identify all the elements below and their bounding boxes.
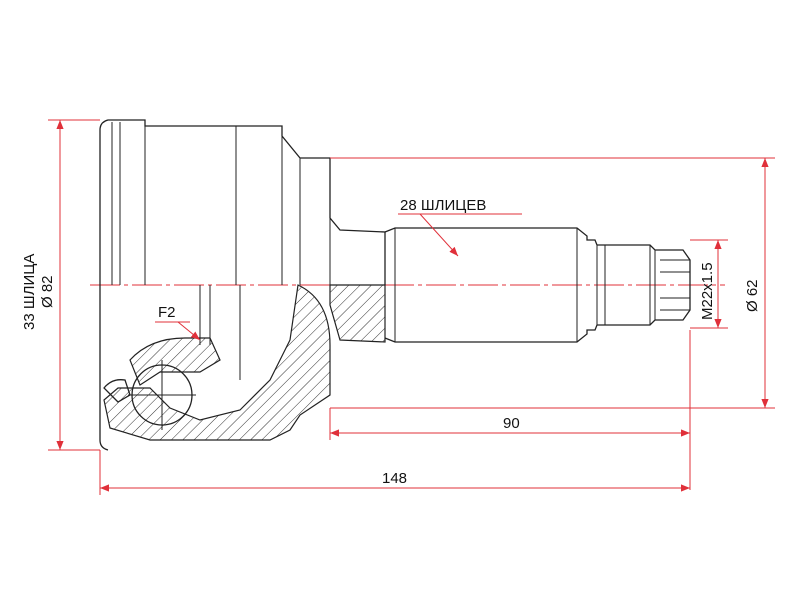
dimension-total-length (99, 450, 690, 495)
shaft-diameter-label: Ø 62 (744, 279, 761, 312)
dimension-shaft-length (329, 330, 691, 490)
thread-label: M22x1.5 (699, 262, 716, 320)
dimension-shaft-diameter (330, 157, 775, 409)
section-mark-label: F2 (158, 304, 176, 321)
housing-body (99, 119, 386, 451)
leader-section-mark (155, 321, 201, 341)
shaft-length-label: 90 (503, 415, 520, 432)
inner-splines-label: 28 ШЛИЦЕВ (400, 197, 486, 214)
outer-splines-label: 33 ШЛИЦА (21, 254, 38, 330)
dimension-outer-diameter (48, 119, 100, 451)
section-view (103, 284, 386, 441)
leader-inner-splines (398, 213, 522, 257)
dimension-thread (690, 239, 728, 329)
shaft (384, 227, 691, 343)
total-length-label: 148 (382, 470, 407, 487)
outer-diameter-label: Ø 82 (39, 275, 56, 308)
